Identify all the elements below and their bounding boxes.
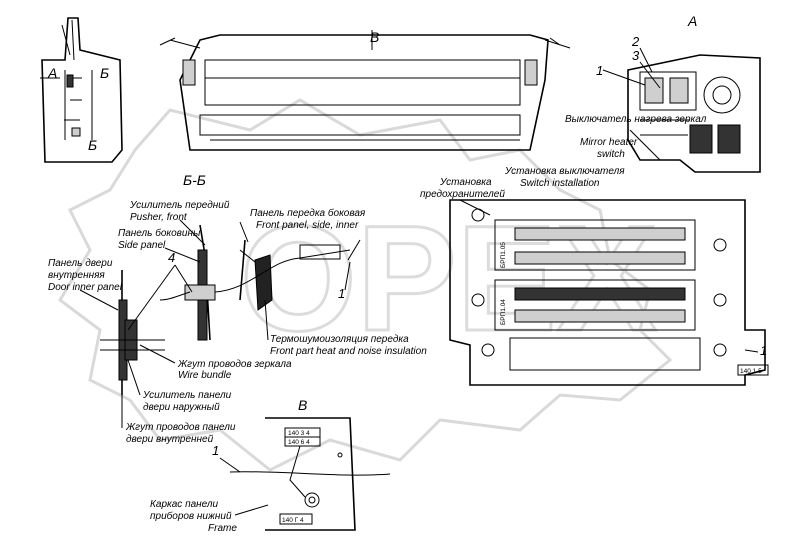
callout-2: 2 [631, 34, 640, 49]
watermark-text: OPEX [240, 194, 657, 362]
callout-1-bottom: 1 [212, 443, 219, 458]
door-inner-label-ru2: внутренняя [48, 270, 105, 281]
pusher-label-en: Pusher, front [130, 212, 188, 223]
insulation-label-en: Front part heat and noise insulation [270, 346, 427, 357]
fuse-row-lower [514, 287, 686, 323]
door-inner-label-ru1: Панель двери [48, 258, 113, 269]
wire-mirror-label-ru: Жгут проводов зеркала [177, 359, 292, 370]
fuse-row-upper [514, 227, 686, 265]
door-inner-label-en: Door inner panel [48, 282, 123, 293]
view-a-switch-panel: А 1 2 3 Выключатель нагрева зеркал Mirro… [504, 13, 761, 189]
front-panel-label-en: Front panel, side, inner [256, 220, 359, 231]
fuse-install-label-ru2: предохранителей [420, 189, 505, 200]
v-tag-1: 140 3 4 [288, 430, 310, 437]
side-panel-label-en: Side panel [118, 240, 166, 251]
callout-3: 3 [632, 48, 640, 63]
door-pusher-label-ru1: Усилитель панели [142, 390, 232, 401]
section-b-b: Б-Б Усилитель передний Pusher, front Пан… [48, 172, 427, 445]
view-v: В 140 3 4 140 6 4 1 140 Г 4 Каркас панел… [150, 397, 391, 534]
side-panel-label-ru: Панель боковины [118, 227, 201, 239]
callout-4: 4 [168, 250, 175, 265]
door-pusher-label-ru2: двери наружный [143, 402, 220, 413]
fuse-installation: Установка предохранителей БРП1.05 БРП1.0… [420, 177, 769, 386]
mirror-switch-label-ru: Выключатель нагрева зеркал [565, 114, 707, 125]
view-arrow-v: В [370, 29, 379, 45]
fuse-block-upper-label: БРП1.05 [500, 242, 507, 268]
callout-1-view-a: 1 [596, 63, 603, 78]
section-arrow-b: Б [100, 65, 109, 81]
v-bottom-tag: 140 Г 4 [282, 517, 304, 524]
door-wire-label-ru2: двери внутренней [126, 434, 214, 445]
callout-1-fuse: 1 [760, 343, 767, 358]
view-label-a-title: А [687, 13, 697, 29]
view-label-a: А [47, 65, 57, 81]
door-wire-label-ru1: Жгут проводов панели [125, 422, 236, 433]
mirror-switch-label-en1: Mirror heater [580, 137, 638, 148]
switch-install-label-ru: Установка выключателя [504, 166, 625, 177]
wire-mirror-label-en: Wire bundle [178, 370, 232, 381]
front-view: В [159, 29, 571, 151]
side-view: А Б Б [40, 17, 123, 163]
section-title-bb: Б-Б [183, 172, 206, 188]
switch-install-label-en: Switch installation [520, 178, 600, 189]
watermark: OPEX [58, 98, 673, 472]
frame-label-en: Frame [208, 523, 237, 534]
pusher-label-ru: Усилитель передний [129, 200, 230, 211]
callout-1-section: 1 [338, 286, 345, 301]
insulation-label-ru: Термошумоизоляция передка [270, 334, 409, 345]
section-arrow-b2: Б [88, 137, 97, 153]
fuse-block-lower-label: БРП1.04 [500, 299, 507, 325]
frame-label-ru2: приборов нижний [150, 510, 232, 522]
v-tag-2: 140 6 4 [288, 439, 310, 446]
fuse-tag: 140 1 5 [740, 368, 762, 375]
fuse-install-label-ru1: Установка [439, 177, 492, 188]
view-label-v-title: В [298, 397, 307, 413]
mirror-switch-label-en2: switch [597, 149, 625, 160]
frame-label-ru1: Каркас панели [150, 499, 219, 510]
front-panel-label-ru: Панель передка боковая [250, 207, 366, 219]
